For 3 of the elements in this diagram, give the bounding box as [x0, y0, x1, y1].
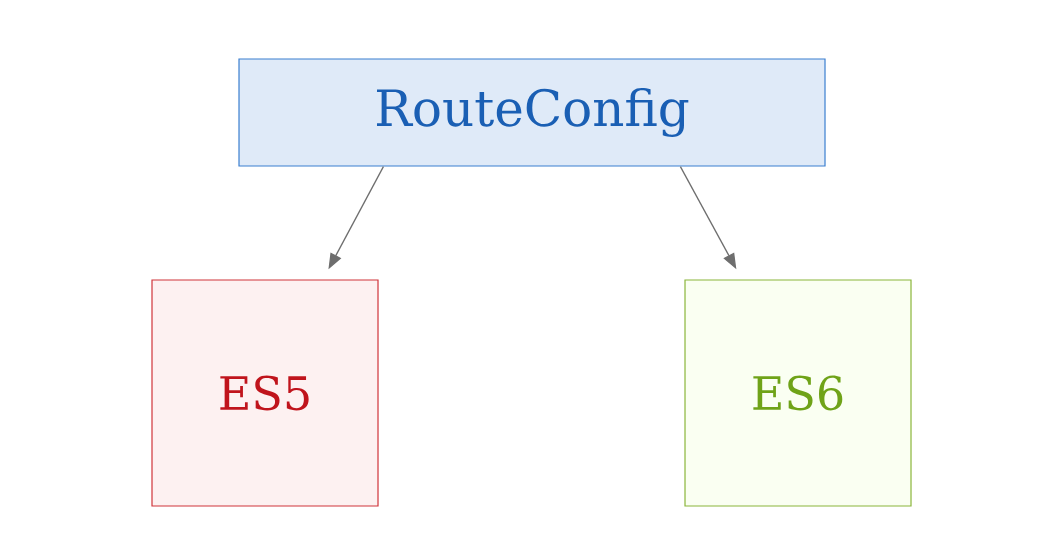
box: ES6: [684, 279, 912, 507]
box: RouteConfig: [238, 58, 826, 167]
box: ES5: [151, 279, 379, 507]
